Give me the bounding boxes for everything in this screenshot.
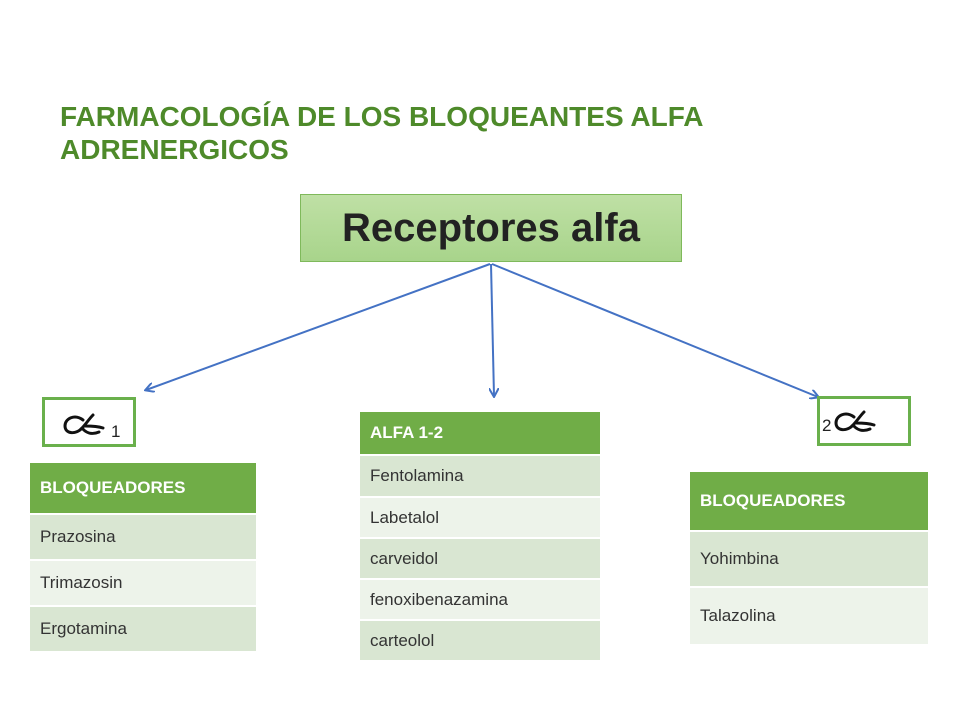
alpha2-blockers-table: BLOQUEADORES Yohimbina Talazolina <box>690 472 928 644</box>
arrow-to-alfa12 <box>491 263 494 396</box>
table-header: BLOQUEADORES <box>690 472 928 530</box>
root-node-label: Receptores alfa <box>342 205 640 250</box>
alpha12-blockers-table: ALFA 1-2 Fentolamina Labetalol carveidol… <box>360 412 600 660</box>
root-node-receptores-alfa: Receptores alfa <box>300 194 682 262</box>
alpha1-subscript: 1 <box>111 422 121 441</box>
table-row: fenoxibenazamina <box>360 578 600 619</box>
arrow-to-alpha2 <box>491 263 818 397</box>
table-row: Ergotamina <box>30 605 256 651</box>
table-row: carteolol <box>360 619 600 660</box>
table-row: Trimazosin <box>30 559 256 605</box>
alpha2-prefix: 2 <box>822 416 832 435</box>
alpha-symbol-icon <box>834 410 876 432</box>
table-header: BLOQUEADORES <box>30 463 256 513</box>
alpha-symbol-icon <box>63 413 105 435</box>
slide-title: FARMACOLOGÍA DE LOS BLOQUEANTES ALFA ADR… <box>60 101 703 165</box>
table-row: Talazolina <box>690 586 928 644</box>
table-row: Labetalol <box>360 496 600 537</box>
arrow-to-alpha1 <box>146 263 491 390</box>
alpha2-receptor-box: 2 <box>817 396 911 446</box>
table-row: carveidol <box>360 537 600 578</box>
table-row: Fentolamina <box>360 454 600 496</box>
table-row: Prazosina <box>30 513 256 559</box>
alpha1-blockers-table: BLOQUEADORES Prazosina Trimazosin Ergota… <box>30 463 256 651</box>
table-header: ALFA 1-2 <box>360 412 600 454</box>
table-row: Yohimbina <box>690 530 928 586</box>
alpha1-receptor-box: 1 <box>42 397 136 447</box>
